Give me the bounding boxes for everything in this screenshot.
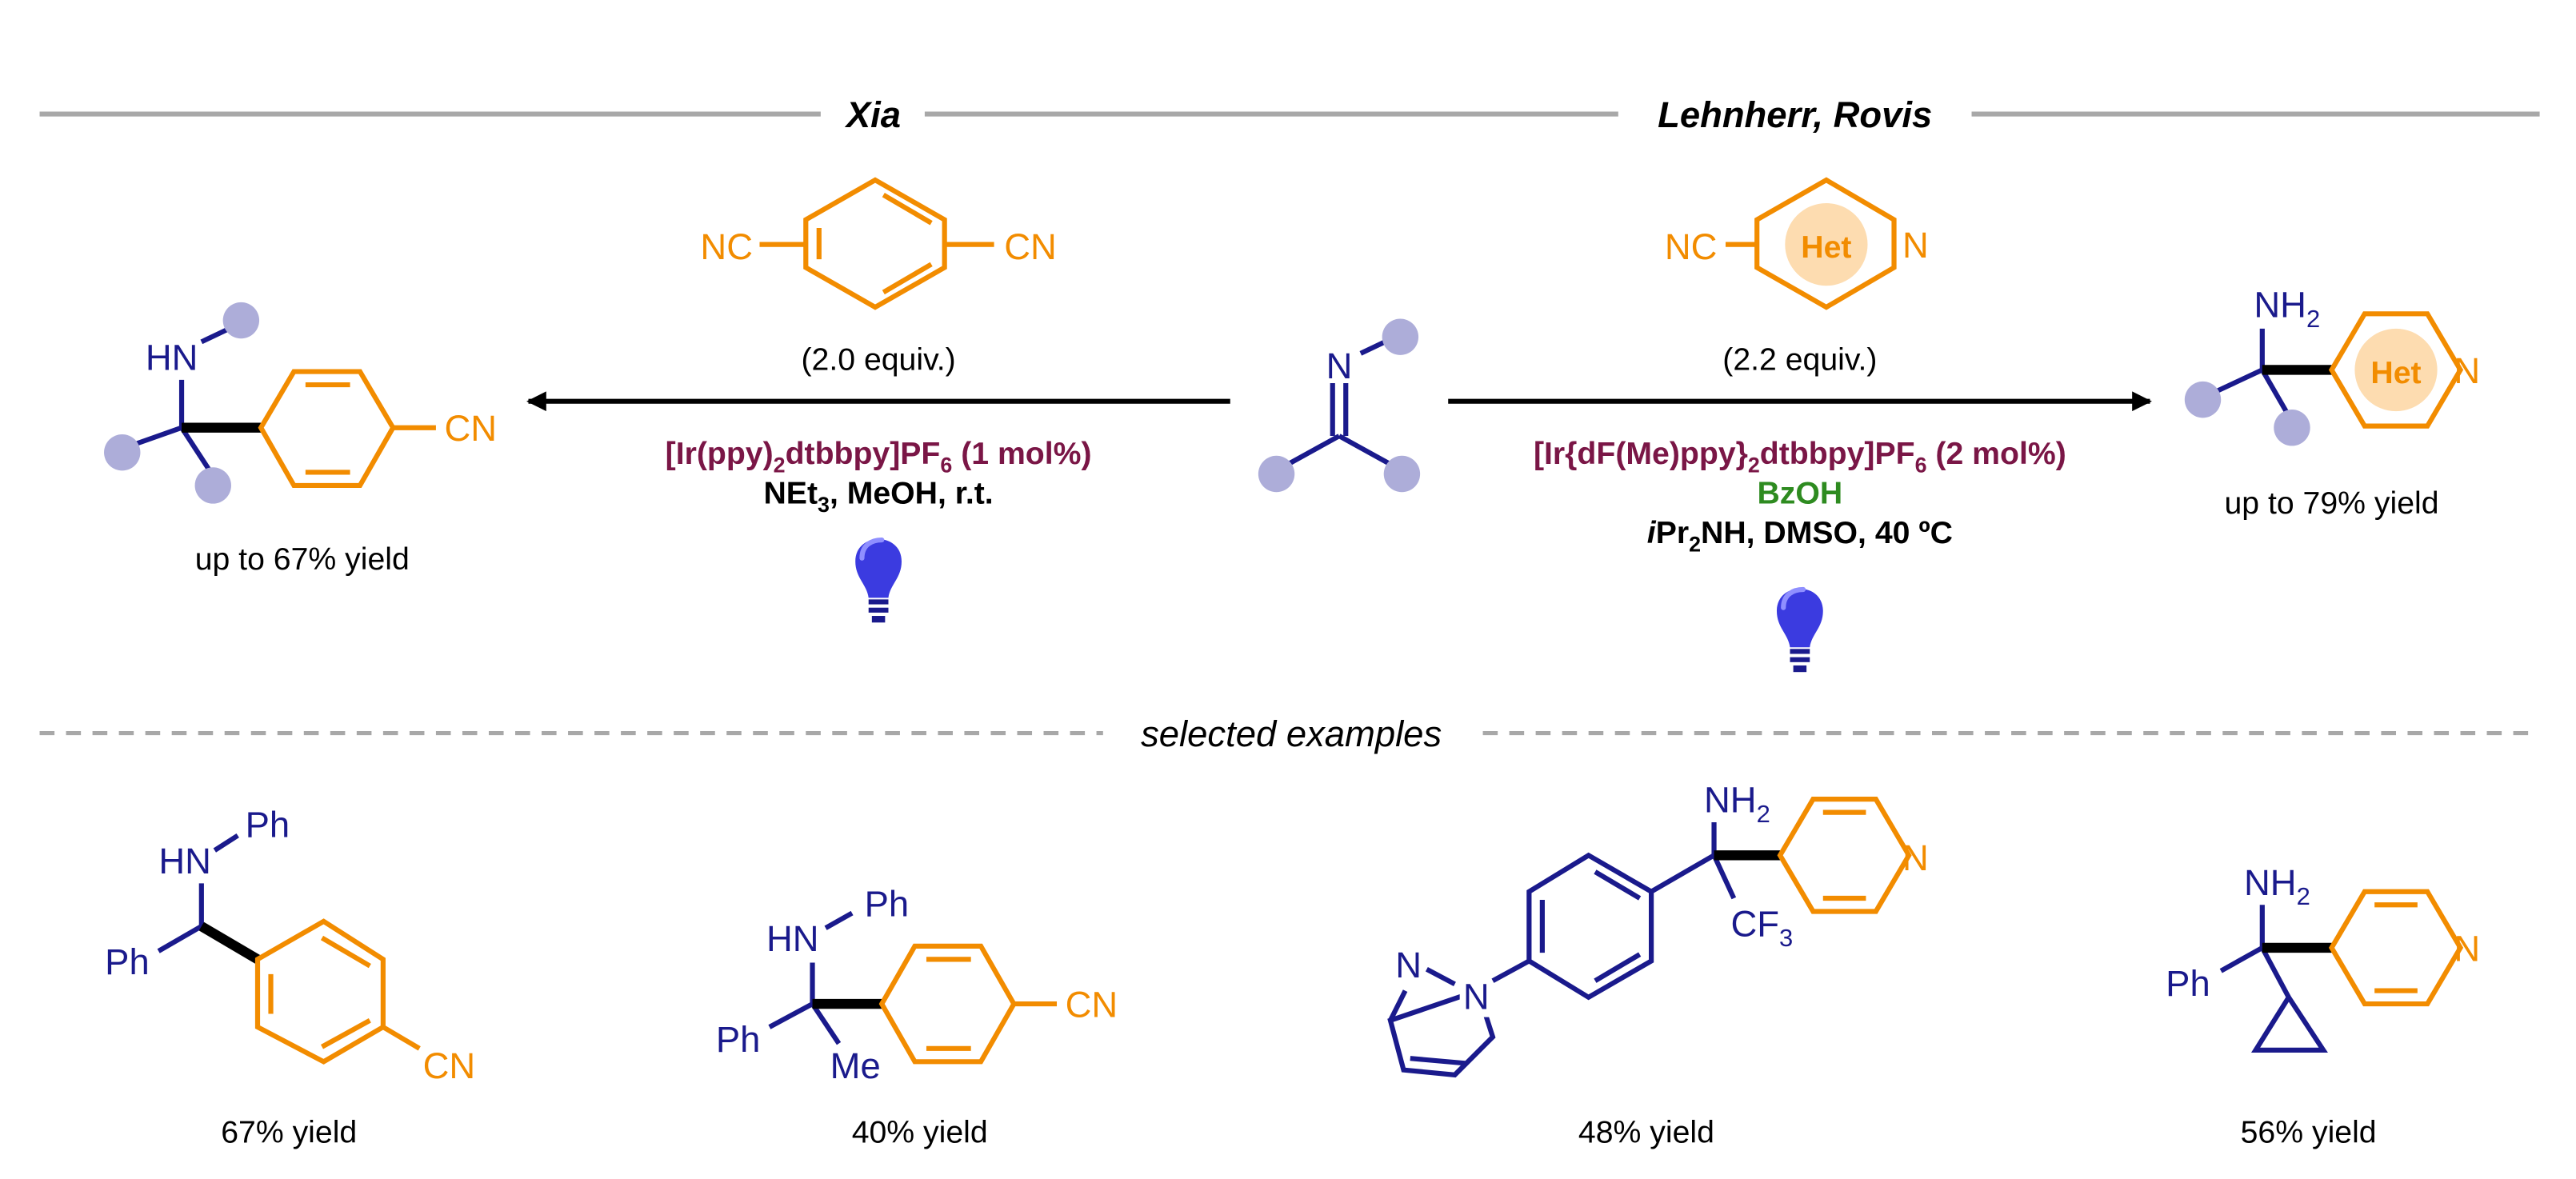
amine-label: NH2 <box>1704 780 1770 828</box>
pyridine-nitrogen: N <box>2454 928 2480 969</box>
substituent-sphere <box>1382 318 1419 355</box>
phenyl-label: Ph <box>2166 963 2210 1004</box>
substituent-sphere <box>2184 381 2222 418</box>
phenyl-label: Ph <box>716 1019 761 1060</box>
xia-reagent-terephthalonitrile: NC CN <box>700 177 1057 310</box>
author-lehnherr-rovis: Lehnherr, Rovis <box>1658 94 1932 135</box>
example-2: HN Ph Ph Me CN <box>716 884 1118 1086</box>
het-ring-disc <box>1785 203 1868 286</box>
substituent-sphere <box>2274 410 2310 446</box>
nitrile-label: NC <box>1665 226 1718 267</box>
phenyl-label: Ph <box>865 884 910 925</box>
xia-equiv: (2.0 equiv.) <box>802 342 956 377</box>
substituent-sphere <box>1258 455 1295 493</box>
example-4-yield: 56% yield <box>2241 1115 2377 1149</box>
lightbulb-icon <box>1776 586 1823 673</box>
rovis-reagent-cyanoheteroarene: Het N NC <box>1665 177 1929 310</box>
rovis-yield: up to 79% yield <box>2224 486 2438 521</box>
imine-substrate: N <box>1258 318 1421 493</box>
example-2-yield: 40% yield <box>852 1115 988 1149</box>
amine-label: NH2 <box>2254 284 2320 332</box>
phenyl-label: Ph <box>246 805 290 845</box>
het-label: Het <box>1801 230 1851 265</box>
example-3-yield: 48% yield <box>1578 1115 1714 1149</box>
rovis-product: NH2 Het N <box>2184 284 2480 446</box>
xia-yield: up to 67% yield <box>195 542 410 577</box>
ring-nitrogen: N <box>2454 350 2480 391</box>
amine-label: NH2 <box>2244 862 2310 910</box>
xia-conditions: NEt3, MeOH, r.t. <box>764 477 994 517</box>
pyrazole-nitrogen: N <box>1463 976 1490 1017</box>
methyl-label: Me <box>830 1045 881 1086</box>
substituent-sphere <box>1383 455 1421 493</box>
nitrile-label: CN <box>444 408 497 449</box>
example-3: NH2 CF3 N N <box>1387 780 1929 1078</box>
examples-title: selected examples <box>1141 713 1442 754</box>
nitrile-label: CN <box>1066 985 1118 1025</box>
rovis-additive: BzOH <box>1758 477 1843 511</box>
amine-label: HN <box>766 918 819 959</box>
substituent-sphere <box>104 434 141 471</box>
nitrile-label: CN <box>423 1045 476 1086</box>
substituent-sphere <box>222 302 260 339</box>
xia-catalyst: [Ir(ppy)2dtbbpy]PF6 (1 mol%) <box>666 437 1092 477</box>
amine-label: HN <box>158 841 211 881</box>
het-label: Het <box>2370 356 2421 390</box>
nitrile-label: CN <box>1004 226 1057 267</box>
example-1-yield: 67% yield <box>221 1115 357 1149</box>
pyrazole-nitrogen: N <box>1395 945 1422 985</box>
author-xia: Xia <box>844 94 901 135</box>
ring-nitrogen: N <box>1902 225 1929 266</box>
lightbulb-icon <box>855 537 902 623</box>
phenyl-label: Ph <box>105 941 150 982</box>
rovis-catalyst: [Ir{dF(Me)ppy}2dtbbpy]PF6 (2 mol%) <box>1534 437 2066 477</box>
rovis-conditions: iPr2NH, DMSO, 40 ºC <box>1647 516 1953 556</box>
imine-nitrogen: N <box>1326 346 1353 386</box>
rovis-equiv: (2.2 equiv.) <box>1722 342 1877 377</box>
example-4: NH2 Ph N <box>2166 862 2480 1053</box>
amine-label: HN <box>146 337 198 378</box>
substituent-sphere <box>194 467 231 504</box>
trifluoromethyl-label: CF3 <box>1731 903 1794 951</box>
pyridine-nitrogen: N <box>1902 837 1929 878</box>
example-1: HN Ph Ph CN <box>105 805 475 1086</box>
het-ring-disc <box>2354 328 2438 412</box>
nitrile-label: NC <box>700 226 753 267</box>
xia-product: HN CN <box>104 302 497 504</box>
